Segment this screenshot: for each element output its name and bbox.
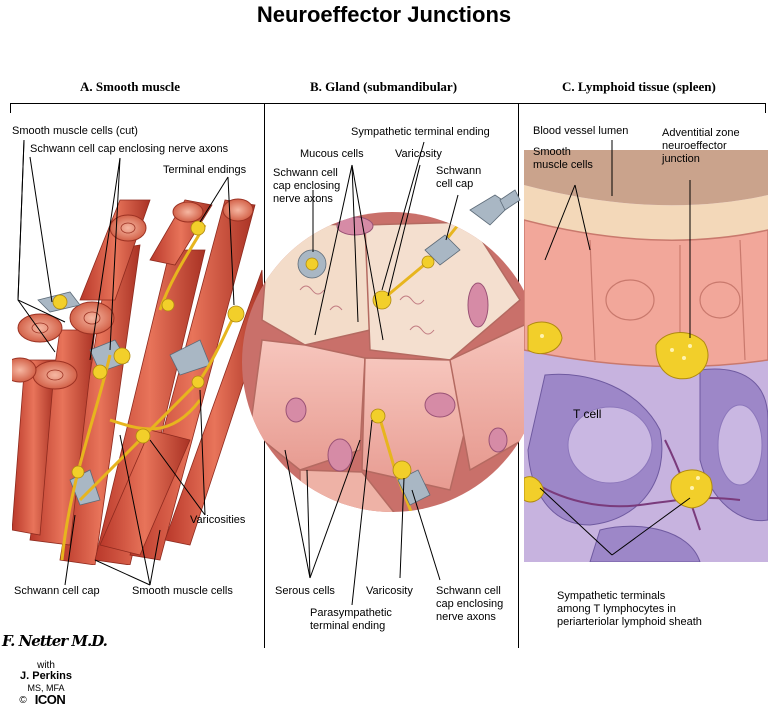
label-blood-vessel-lumen: Blood vessel lumen — [533, 125, 629, 137]
netter-signature: F. Netter M.D. — [2, 632, 108, 650]
label-schwann-cap-axons: Schwann cell cap enclosing nerve axons — [30, 143, 229, 155]
label-smooth-muscle-cells-cut: Smooth muscle cells (cut) — [12, 125, 138, 137]
label-schwann-axons-b-3: nerve axons — [273, 193, 333, 205]
label-adventitial-1: Adventitial zone — [662, 127, 740, 139]
figure-title: Neuroeffector Junctions — [256, 2, 512, 27]
label-parasympathetic-2: terminal ending — [310, 620, 386, 632]
schwann-cap-shape-b — [469, 189, 521, 226]
label-smooth-c-1: Smooth — [533, 146, 571, 158]
label-schwann-cell-cap: Schwann cell cap — [14, 585, 100, 597]
panel-a-heading: A. Smooth muscle — [80, 79, 181, 94]
label-varicosities: Varicosities — [190, 514, 246, 526]
signature-coauthor: J. Perkins — [20, 670, 72, 682]
label-schwann-axons-b-2: cap enclosing — [273, 180, 341, 192]
label-smooth-c-2: muscle cells — [533, 159, 593, 171]
frame-tick — [10, 103, 11, 113]
signature-with: with — [37, 660, 55, 671]
label-terminal-endings: Terminal endings — [163, 164, 247, 176]
gland-illustration — [242, 212, 542, 512]
label-sympathetic-terminal-ending: Sympathetic terminal ending — [351, 126, 490, 138]
label-schwann-bottom-1: Schwann cell — [436, 585, 501, 597]
label-parasympathetic-1: Parasympathetic — [310, 607, 392, 619]
label-schwann-bottom-2: cap enclosing — [436, 598, 504, 610]
label-sympathetic-terminals-2: among T lymphocytes in — [557, 603, 676, 615]
label-smooth-muscle-cells: Smooth muscle cells — [132, 585, 233, 597]
label-varicosity-top: Varicosity — [395, 148, 442, 160]
frame-tick — [765, 103, 766, 113]
label-serous-cells: Serous cells — [275, 585, 335, 597]
label-schwann-axons-b-1: Schwann cell — [273, 167, 338, 179]
panel-b-heading: B. Gland (submandibular) — [310, 79, 458, 94]
panel-frame-top — [10, 103, 766, 104]
label-mucous-cells: Mucous cells — [300, 148, 364, 160]
smooth-muscle-illustration — [12, 185, 264, 565]
signature-credentials: MS, MFA — [27, 683, 65, 693]
label-varicosity-bottom: Varicosity — [366, 585, 413, 597]
label-schwann-bottom-3: nerve axons — [436, 611, 496, 623]
label-schwann-cap-b-1: Schwann — [436, 165, 482, 177]
lymphoid-illustration — [524, 150, 768, 562]
label-adventitial-2: neuroeffector — [662, 140, 727, 152]
label-adventitial-3: junction — [662, 153, 700, 165]
panel-c-heading: C. Lymphoid tissue (spleen) — [562, 79, 716, 94]
copyright-symbol: © — [19, 695, 27, 706]
label-sympathetic-terminals-3: periarteriolar lymphoid sheath — [557, 616, 702, 628]
icon-publisher-logo: ICON — [34, 692, 66, 707]
label-schwann-cap-b-2: cell cap — [436, 178, 474, 190]
label-t-cell: T cell — [573, 407, 602, 421]
label-sympathetic-terminals-1: Sympathetic terminals — [557, 590, 666, 602]
